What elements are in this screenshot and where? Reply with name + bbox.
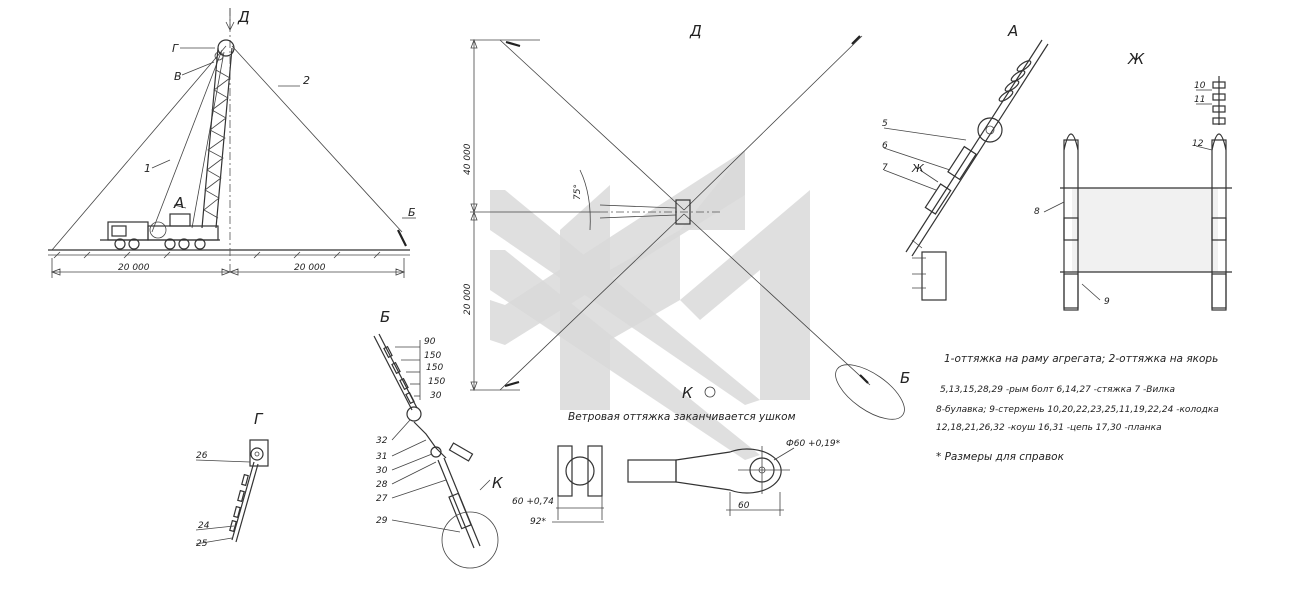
view-label-d: Д	[689, 22, 702, 40]
view-b-callout-28: 28	[376, 480, 388, 490]
plan-view-d	[470, 35, 905, 420]
view-b-callout-29: 29	[376, 516, 388, 526]
view-b-callout-31: 31	[376, 452, 387, 462]
view-zh-callout-10: 10	[1194, 81, 1206, 91]
plan-dim-upper: 40 000	[463, 143, 473, 175]
guy-line-2	[231, 45, 403, 233]
view-k-dim-overall: 92*	[530, 517, 546, 527]
main-label-2: 2	[303, 74, 310, 87]
view-k-caption: Ветровая оттяжка заканчивается ушком	[568, 411, 796, 423]
watermark-logo	[490, 150, 810, 460]
view-k-dim-width: 60 +0,74	[512, 497, 554, 507]
view-zh-detail	[1043, 76, 1232, 311]
view-b-callout-27: 27	[376, 494, 388, 504]
view-label-g: Г	[254, 410, 264, 428]
view-a-detail	[883, 39, 1049, 301]
plan-dim-lower: 20 000	[463, 283, 473, 315]
view-k-dim-length: 60	[738, 501, 750, 511]
view-b-detail	[373, 333, 499, 569]
view-a-arrow-zh: Ж	[911, 162, 925, 175]
guy-line-left	[51, 45, 227, 251]
main-label-1: 1	[144, 162, 151, 175]
view-g-callout-26: 26	[196, 451, 208, 461]
plan-guy-lower-left	[499, 213, 685, 391]
view-zh-callout-9: 9	[1104, 297, 1110, 307]
main-label-v: В	[174, 70, 182, 83]
drilling-truck	[100, 213, 220, 250]
plan-guy-lower-right	[683, 213, 871, 386]
main-label-g: Г	[172, 42, 179, 55]
legend-line-3: 8-булавка; 9-стержень 10,20,22,23,25,11,…	[936, 405, 1219, 415]
crown-block	[217, 39, 235, 57]
plan-guy-upper-left	[499, 39, 685, 211]
callout-tag-k: К	[492, 474, 504, 492]
view-b-spacing-4: 150	[428, 377, 445, 387]
detail-k-callout	[441, 511, 499, 569]
view-a-callout-5: 5	[882, 119, 888, 129]
view-b-callout-32: 32	[376, 436, 388, 446]
main-dim-right: 20 000	[294, 263, 326, 273]
view-k-dim-diameter: Ф60 +0,19*	[786, 439, 841, 449]
view-b-spacing-2: 150	[424, 351, 441, 361]
main-label-b: Б	[408, 206, 416, 219]
plan-dim-angle: 75°	[573, 184, 583, 200]
view-a-callout-7: 7	[882, 163, 888, 173]
legend-line-2: 5,13,15,28,29 -рым болт 6,14,27 -стяжка …	[940, 385, 1175, 395]
plan-guy-upper-right	[683, 35, 863, 211]
view-b-callout-30: 30	[376, 466, 388, 476]
drilling-mast	[201, 47, 233, 229]
view-g-detail	[195, 439, 269, 545]
view-label-zh: Ж	[1127, 50, 1145, 68]
view-zh-callout-12: 12	[1192, 139, 1204, 149]
main-label-a: А	[173, 194, 184, 212]
view-zh-callout-8: 8	[1034, 207, 1040, 217]
view-label-a: А	[1007, 22, 1018, 40]
main-elevation-view	[48, 8, 416, 278]
anchor	[397, 229, 407, 247]
view-label-b: Б	[380, 308, 390, 326]
view-zh-callout-11: 11	[1194, 95, 1205, 105]
view-b-spacing-1: 90	[424, 337, 436, 347]
view-label-k: К	[682, 384, 694, 402]
main-dim-left: 20 000	[118, 263, 150, 273]
view-label-d-top: Д	[237, 8, 250, 26]
guy-line-1	[151, 49, 223, 233]
callout-tag-b: Б	[900, 369, 910, 387]
view-g-callout-24: 24	[198, 521, 210, 531]
legend-footnote: * Размеры для справок	[936, 451, 1065, 463]
view-g-callout-25: 25	[196, 539, 208, 549]
view-b-spacing-5: 30	[430, 391, 442, 401]
detail-b-callout	[835, 364, 905, 420]
view-b-spacing-3: 150	[426, 363, 443, 373]
legend-line-4: 12,18,21,26,32 -коуш 16,31 -цепь 17,30 -…	[936, 423, 1162, 433]
legend-line-1: 1-оттяжка на раму агрегата; 2-оттяжка на…	[944, 353, 1218, 365]
view-a-callout-6: 6	[882, 141, 888, 151]
view-k-detail	[552, 445, 795, 523]
plan-rig-frame	[675, 199, 691, 225]
